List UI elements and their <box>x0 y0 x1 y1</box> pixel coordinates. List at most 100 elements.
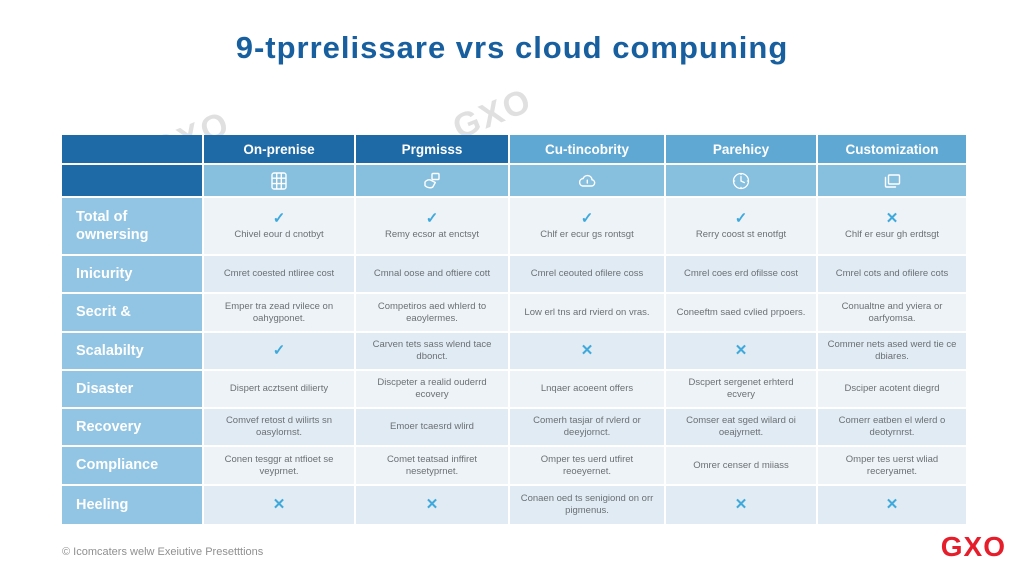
cell-text: Conaen oed ts senigiond on orr pigmenus. <box>520 493 654 516</box>
cell-text: Comser eat sged wilard oi oeajyrnett. <box>686 415 796 438</box>
table-cell: Low erl tns ard rvierd on vras. <box>510 294 664 331</box>
table-cell: ✕Chlf er esur gh erdtsgt <box>818 198 966 254</box>
cell-text: Comet teatsad inffiret nesetyprnet. <box>386 453 478 477</box>
cell-text: Conualtne and yviera or oarfyomsa. <box>841 300 943 324</box>
cell-text: Omper tes uerd utfiret reoeyernet. <box>540 453 634 477</box>
check-icon: ✓ <box>272 210 286 228</box>
row-label: Scalabilty <box>62 333 202 369</box>
table-cell: Commer nets ased werd tie ce dbiares. <box>818 333 966 369</box>
cell-text: Discpeter a realid ouderrd ecovery <box>377 377 487 400</box>
table-cell: Dispert acztsent dilierty <box>204 371 354 407</box>
cell-text: Comerr eatben el wlerd o deotyrnrst. <box>838 415 946 438</box>
comparison-table: On-prenise Prgmisss Cu-tincobrity Parehi… <box>62 135 966 524</box>
table-cell: Cmrel ceouted ofilere coss <box>510 256 664 292</box>
cell-text: Remy ecsor at enctsyt <box>385 228 479 240</box>
x-icon: ✕ <box>885 495 899 513</box>
x-icon: ✕ <box>734 341 748 359</box>
cell-text: Low erl tns ard rvierd on vras. <box>524 306 650 318</box>
cell-text: Cmnal oose and oftiere cott <box>373 268 491 280</box>
table-cell: Comser eat sged wilard oi oeajyrnett. <box>666 409 816 445</box>
cell-text: Rerry coost st enotfgt <box>695 228 787 240</box>
cell-text: Coneeftm saed cvlied prpoers. <box>676 306 806 318</box>
cell-text: Conen tesggr at ntfioet se veyprnet. <box>224 453 334 477</box>
server-grid-icon <box>204 165 354 196</box>
table-cell: Conen tesggr at ntfioet se veyprnet. <box>204 447 354 484</box>
table-cell: Dscpert sergenet erhterd ecvery <box>666 371 816 407</box>
table-cell: Omrer censer d miiass <box>666 447 816 484</box>
column-header: Cu-tincobrity <box>510 135 664 163</box>
cell-text: Chivel eour d cnotbyt <box>234 228 324 240</box>
cell-text: Cmrel cots and ofilere cots <box>835 268 949 280</box>
icon-corner-cell <box>62 165 202 196</box>
table-cell: ✓Chivel eour d cnotbyt <box>204 198 354 254</box>
gxo-logo: GXO <box>940 531 1006 562</box>
cloud-icon <box>510 165 664 196</box>
x-icon: ✕ <box>425 495 439 513</box>
devices-icon <box>818 165 966 196</box>
cell-text: Comvef retost d wilirts sn oasylornst. <box>225 415 333 438</box>
table-cell: Discpeter a realid ouderrd ecovery <box>356 371 508 407</box>
row-label: Recovery <box>62 409 202 445</box>
table-cell: Emoer tcaesrd wlird <box>356 409 508 445</box>
cell-text: Commer nets ased werd tie ce dbiares. <box>827 339 957 362</box>
check-icon: ✓ <box>272 341 286 359</box>
row-label: Secrit & <box>62 294 202 331</box>
table-cell: Comvef retost d wilirts sn oasylornst. <box>204 409 354 445</box>
slide-title: 9-tprrelissare vrs cloud compuning <box>235 30 789 65</box>
check-icon: ✓ <box>425 210 439 228</box>
table-cell: ✕ <box>510 333 664 369</box>
cell-text: Competiros aed whlerd to eaoylermes. <box>377 300 487 324</box>
column-header: Parehicy <box>666 135 816 163</box>
cell-text: Dispert acztsent dilierty <box>229 383 329 395</box>
cell-text: Carven tets sass wlend tace dbonct. <box>372 339 492 362</box>
cell-text: Chlf er esur gh erdtsgt <box>845 228 939 240</box>
hand-box-icon <box>356 165 508 196</box>
cell-text: Dsciper acotent diegrd <box>844 383 940 395</box>
column-header: Prgmisss <box>356 135 508 163</box>
table-cell: Cmret coested ntliree cost <box>204 256 354 292</box>
table-cell: Comet teatsad inffiret nesetyprnet. <box>356 447 508 484</box>
row-label: Heeling <box>62 486 202 524</box>
cell-text: Omrer censer d miiass <box>693 459 789 471</box>
cell-text: Emoer tcaesrd wlird <box>390 421 474 433</box>
table-cell: Cmrel cots and ofilere cots <box>818 256 966 292</box>
table-cell: Emper tra zead rvilece on oahygponet. <box>204 294 354 331</box>
footer-copyright: © Icomcaters welw Exeiutive Presetttions <box>62 546 264 558</box>
table-cell: Cmrel coes erd ofilsse cost <box>666 256 816 292</box>
table-cell: ✓ <box>204 333 354 369</box>
column-header: Customization <box>818 135 966 163</box>
table-cell: ✕ <box>818 486 966 524</box>
table-cell: ✓Remy ecsor at enctsyt <box>356 198 508 254</box>
check-icon: ✓ <box>580 210 594 228</box>
table-cell: Coneeftm saed cvlied prpoers. <box>666 294 816 331</box>
cell-text: Cmrel coes erd ofilsse cost <box>683 268 799 280</box>
x-icon: ✕ <box>885 210 899 228</box>
table-cell: Conualtne and yviera or oarfyomsa. <box>818 294 966 331</box>
x-icon: ✕ <box>272 495 286 513</box>
table-cell: ✕ <box>666 333 816 369</box>
table-cell: ✕ <box>356 486 508 524</box>
column-header: On-prenise <box>204 135 354 163</box>
clock-icon <box>666 165 816 196</box>
cell-text: Chlf er ecur gs rontsgt <box>540 228 634 240</box>
table-corner-cell <box>62 135 202 163</box>
table-cell: Competiros aed whlerd to eaoylermes. <box>356 294 508 331</box>
table-cell: Lnqaer acoeent offers <box>510 371 664 407</box>
table-cell: ✓Rerry coost st enotfgt <box>666 198 816 254</box>
cell-text: Cmrel ceouted ofilere coss <box>530 268 644 280</box>
x-icon: ✕ <box>734 495 748 513</box>
row-label: Total of ownersing <box>62 198 202 254</box>
cell-text: Omper tes uerst wliad receryamet. <box>845 453 939 477</box>
cell-text: Dscpert sergenet erhterd ecvery <box>688 377 794 400</box>
table-cell: Cmnal oose and oftiere cott <box>356 256 508 292</box>
row-label: Inicurity <box>62 256 202 292</box>
table-cell: ✓Chlf er ecur gs rontsgt <box>510 198 664 254</box>
table-cell: Omper tes uerst wliad receryamet. <box>818 447 966 484</box>
table-cell: Comerr eatben el wlerd o deotyrnrst. <box>818 409 966 445</box>
row-label: Disaster <box>62 371 202 407</box>
cell-text: Cmret coested ntliree cost <box>223 268 335 280</box>
table-cell: Omper tes uerd utfiret reoeyernet. <box>510 447 664 484</box>
table-cell: Carven tets sass wlend tace dbonct. <box>356 333 508 369</box>
x-icon: ✕ <box>580 341 594 359</box>
cell-text: Comerh tasjar of rvlerd or deeyjornct. <box>533 415 641 438</box>
